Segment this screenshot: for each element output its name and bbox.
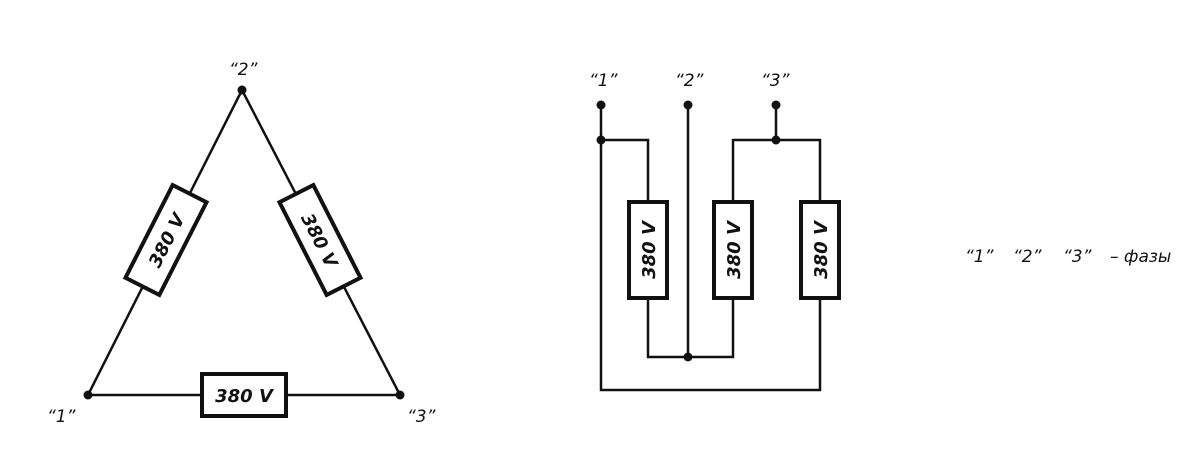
parallel-resistor-1: 380 V (627, 200, 669, 300)
delta-resistor-left: 380 V (122, 182, 210, 298)
parallel-resistor-2-label: 380 V (724, 219, 745, 279)
terminal-2-dot (683, 100, 693, 110)
legend-phase-3: “3” (1063, 247, 1092, 267)
delta-node-3 (395, 390, 405, 400)
parallel-resistor-1-label: 380 V (639, 219, 660, 279)
parallel-resistor-3-label: 380 V (811, 219, 832, 279)
delta-resistor-bottom-label: 380 V (215, 386, 275, 407)
parallel-resistor-3: 380 V (799, 200, 841, 300)
legend-phase-2: “2” (1013, 247, 1042, 267)
delta-label-2: “2” (229, 60, 258, 80)
delta-label-1: “1” (47, 407, 76, 427)
bottom-link-wire (646, 300, 735, 359)
junction-3-dot (771, 135, 781, 145)
terminal-label-1: “1” (589, 71, 618, 91)
terminal-3-dot (771, 100, 781, 110)
outer-loop-wire (599, 105, 822, 392)
terminal-label-2: “2” (675, 71, 704, 91)
phase-legend: “1” “2” “3” – фазы (965, 247, 1171, 267)
junction-1-dot (596, 135, 606, 145)
terminal-label-3: “3” (761, 71, 790, 91)
parallel-resistor-2: 380 V (712, 200, 754, 300)
delta-connection-diagram: 380 V 380 V 380 V “2” “1” “3” (47, 60, 436, 427)
parallel-connection-diagram: 380 V 380 V 380 V “1” “2” “3” (589, 71, 841, 392)
delta-resistor-bottom: 380 V (200, 372, 288, 418)
legend-phase-1: “1” (965, 247, 994, 267)
delta-node-1 (83, 390, 93, 400)
delta-node-2 (237, 85, 247, 95)
delta-resistor-right: 380 V (276, 182, 364, 298)
terminal-1-dot (596, 100, 606, 110)
delta-label-3: “3” (407, 407, 436, 427)
junction-2-dot (683, 352, 693, 362)
legend-description: – фазы (1110, 247, 1171, 267)
phase3-top-wire (731, 138, 822, 200)
phase1-top-wire (601, 138, 650, 200)
